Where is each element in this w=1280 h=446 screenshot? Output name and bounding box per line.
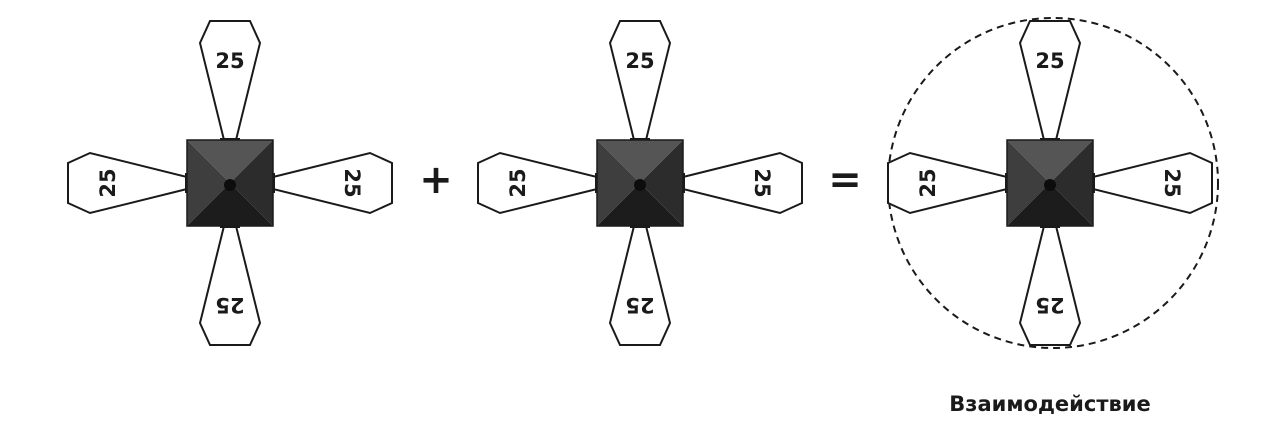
petal-left: 25 — [67, 151, 190, 215]
petal-down: 25 — [1018, 223, 1082, 346]
petal-label-up: 25 — [215, 49, 244, 73]
petal-label-right: 25 — [1160, 168, 1184, 197]
block-center-dot — [1044, 179, 1056, 191]
figure-3: 25 25 25 25 — [887, 17, 1219, 349]
petal-down: 25 — [608, 223, 672, 346]
petal-shape — [67, 151, 188, 215]
pyramid-block — [1006, 139, 1094, 227]
plus-operator: + — [419, 157, 453, 203]
petal-shape — [608, 20, 672, 141]
figure-1: 25 25 25 25 — [67, 20, 393, 346]
petal-up: 25 — [198, 20, 262, 143]
petal-label-right: 25 — [340, 168, 364, 197]
petal-shape — [887, 151, 1008, 215]
petal-right: 25 — [270, 151, 393, 215]
petal-label-up: 25 — [625, 49, 654, 73]
petal-label-right: 25 — [750, 168, 774, 197]
petal-shape — [1092, 151, 1213, 215]
petal-label-down: 25 — [1035, 293, 1064, 317]
equals-operator: = — [828, 157, 862, 203]
pyramid-block — [596, 139, 684, 227]
petal-right: 25 — [1090, 151, 1213, 215]
pyramid-block — [186, 139, 274, 227]
petal-shape — [1018, 225, 1082, 346]
petal-left: 25 — [477, 151, 600, 215]
caption-interaction: Взаимодействие — [949, 392, 1151, 416]
petal-down: 25 — [198, 223, 262, 346]
figure-2: 25 25 25 25 — [477, 20, 803, 346]
petal-shape — [198, 20, 262, 141]
petal-right: 25 — [680, 151, 803, 215]
petal-label-left: 25 — [916, 168, 940, 197]
block-center-dot — [224, 179, 236, 191]
petal-up: 25 — [1018, 20, 1082, 143]
petal-shape — [272, 151, 393, 215]
petal-label-down: 25 — [215, 293, 244, 317]
petal-label-left: 25 — [96, 168, 120, 197]
petal-shape — [682, 151, 803, 215]
petal-shape — [198, 225, 262, 346]
petal-shape — [608, 225, 672, 346]
petal-shape — [1018, 20, 1082, 141]
petal-label-down: 25 — [625, 293, 654, 317]
block-center-dot — [634, 179, 646, 191]
petal-shape — [477, 151, 598, 215]
petal-label-up: 25 — [1035, 49, 1064, 73]
petal-left: 25 — [887, 151, 1010, 215]
petal-label-left: 25 — [506, 168, 530, 197]
petal-up: 25 — [608, 20, 672, 143]
